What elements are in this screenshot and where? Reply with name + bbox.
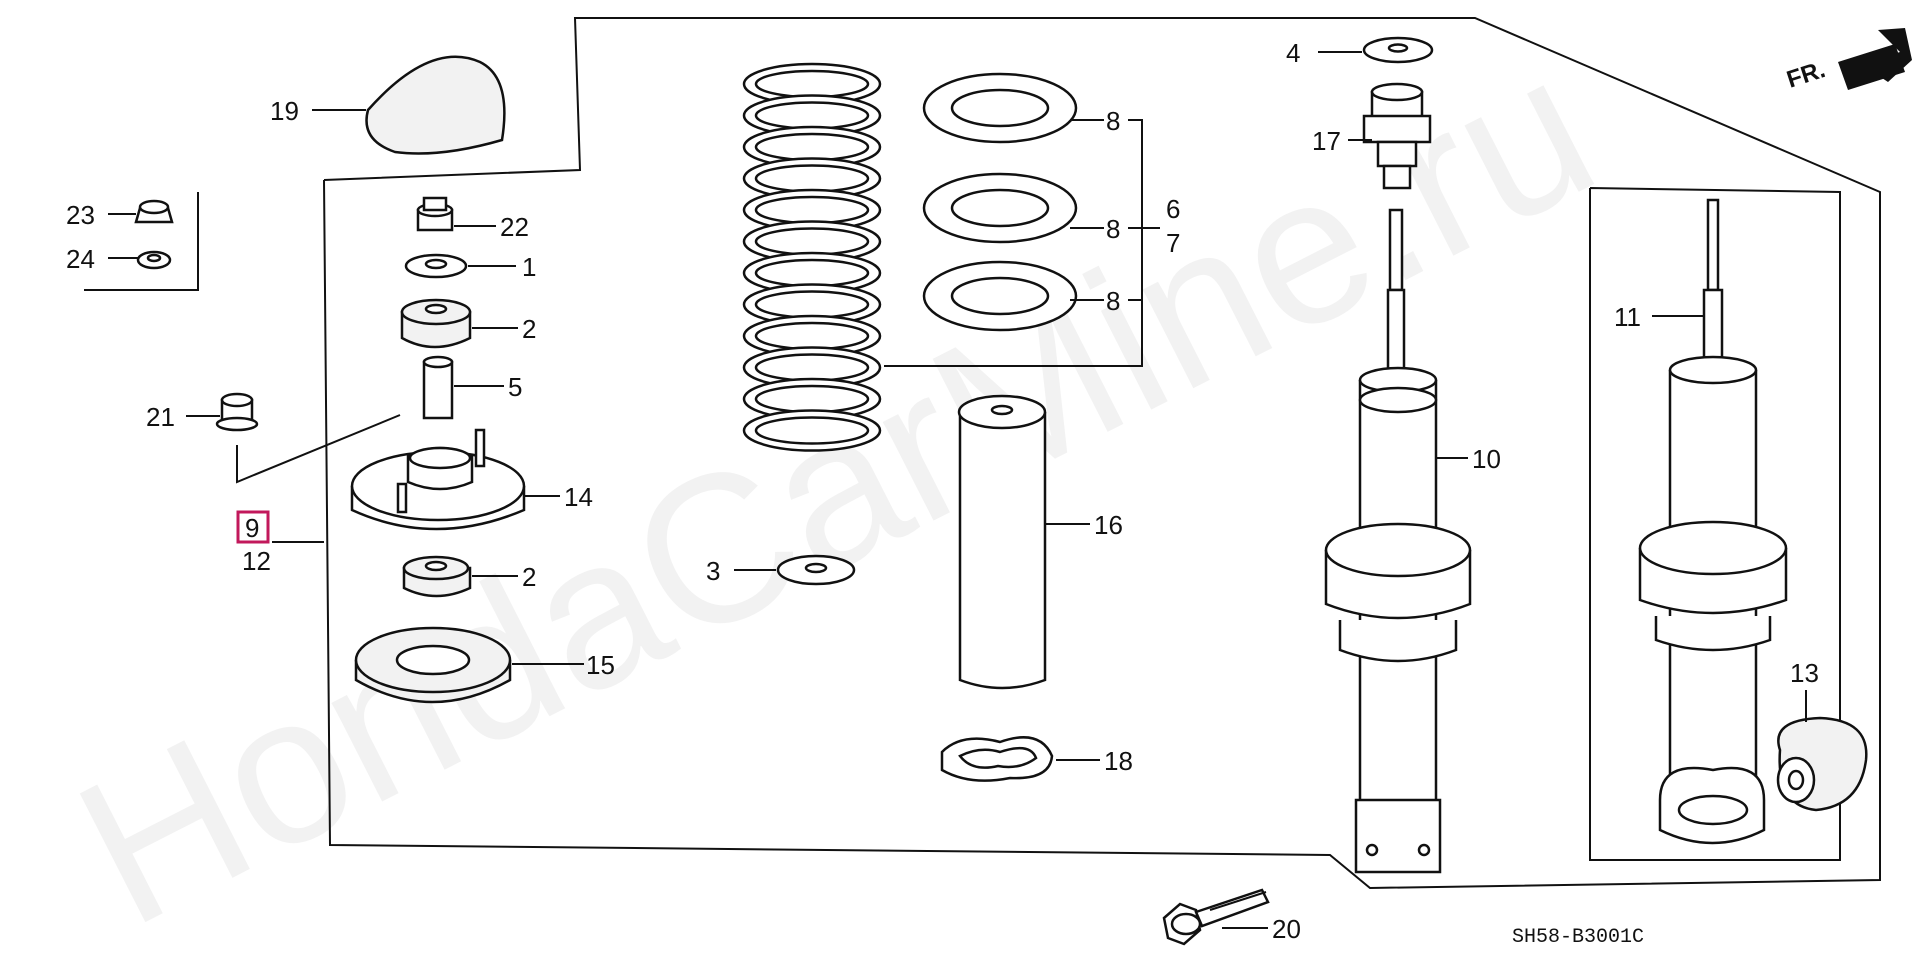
nut-washer-group-bracket: [84, 192, 199, 291]
label-11: 11: [1614, 302, 1641, 332]
part-2-upper-bushing[interactable]: [400, 298, 518, 349]
part-14-mounting-base[interactable]: [350, 428, 560, 531]
part-8-spring-seat-c[interactable]: [922, 260, 1104, 332]
label-5: 5: [508, 372, 522, 402]
label-2-lower: 2: [522, 562, 536, 592]
spring-coil-inner: [754, 101, 870, 130]
label-19: 19: [270, 96, 299, 126]
label-10: 10: [1472, 444, 1501, 474]
label-13: 13: [1790, 658, 1819, 688]
label-16: 16: [1094, 510, 1123, 540]
part-13-lower-bushing[interactable]: [1776, 690, 1868, 812]
label-6: 6: [1166, 194, 1180, 224]
spring-coil-inner: [754, 290, 870, 319]
label-8-a: 8: [1106, 106, 1120, 136]
label-7: 7: [1166, 228, 1180, 258]
assembly-boundary: [323, 17, 1881, 890]
part-23-nut[interactable]: [108, 199, 174, 224]
diagram-code: SH58-B3001C: [1512, 926, 1644, 949]
spring-coil-inner: [754, 195, 870, 225]
spring-coil-inner: [754, 384, 870, 414]
front-direction-indicator: FR.: [1784, 28, 1912, 94]
spring-coil-inner: [754, 132, 870, 162]
part-20-flange-bolt[interactable]: [1162, 888, 1270, 946]
front-direction-label: FR.: [1784, 56, 1829, 94]
label-4: 4: [1286, 38, 1300, 68]
part-10-shock-absorber-strut[interactable]: [1324, 208, 1472, 874]
label-1: 1: [522, 252, 536, 282]
part-16-dust-boot[interactable]: [957, 394, 1090, 690]
highlight-box-9: [236, 510, 270, 544]
label-20: 20: [1272, 914, 1301, 944]
label-12: 12: [242, 546, 271, 576]
label-23: 23: [66, 200, 95, 230]
part-24-washer[interactable]: [108, 250, 172, 270]
label-24: 24: [66, 244, 95, 274]
label-9[interactable]: 9: [245, 513, 259, 543]
spring-coil-inner: [754, 353, 870, 382]
part-5-collar[interactable]: [422, 355, 504, 420]
bracket-6-7: [884, 119, 1143, 367]
label-17: 17: [1312, 126, 1341, 156]
label-15: 15: [586, 650, 615, 680]
label-3: 3: [706, 556, 720, 586]
coil-spring[interactable]: [742, 62, 882, 452]
part-15-spring-seat-rubber[interactable]: [354, 626, 584, 704]
part-17-bump-stop[interactable]: [1348, 82, 1432, 190]
part-8-spring-seat-b[interactable]: [922, 172, 1104, 244]
spring-coil-inner: [754, 258, 870, 288]
part-1-washer[interactable]: [404, 253, 516, 279]
part-18-lower-seat[interactable]: [940, 736, 1100, 782]
spring-coil-inner: [754, 227, 870, 256]
label-21: 21: [146, 402, 175, 432]
part-11-shock-absorber[interactable]: [1638, 198, 1788, 845]
part-4-upper-washer[interactable]: [1318, 36, 1434, 64]
label-8-c: 8: [1106, 286, 1120, 316]
shock-absorber-group-box: [1589, 187, 1841, 861]
part-3-spring-washer[interactable]: [734, 554, 856, 586]
part-19-dust-cover[interactable]: [312, 55, 506, 155]
part-8-spring-seat-a[interactable]: [922, 72, 1104, 144]
part-22-self-locking-nut[interactable]: [416, 196, 496, 232]
label-14: 14: [564, 482, 593, 512]
spring-coil-inner: [754, 164, 870, 193]
part-2-lower-bushing[interactable]: [402, 555, 518, 598]
label-2-upper: 2: [522, 314, 536, 344]
spring-coil-inner: [754, 321, 870, 351]
label-18: 18: [1104, 746, 1133, 776]
part-21-flange-nut[interactable]: [186, 392, 401, 484]
spring-coil-inner: [754, 69, 870, 99]
label-22: 22: [500, 212, 529, 242]
label-8-b: 8: [1106, 214, 1120, 244]
spring-coil-inner: [754, 416, 870, 445]
